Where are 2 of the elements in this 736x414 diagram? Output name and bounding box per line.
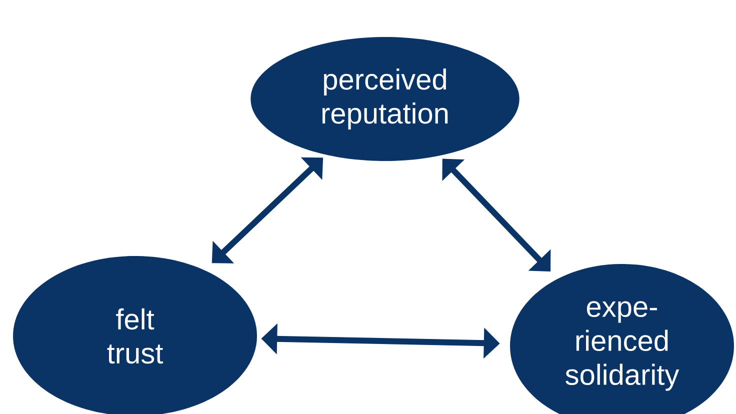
ellipse-node: perceived reputation xyxy=(250,37,520,161)
double-arrow xyxy=(442,158,551,272)
